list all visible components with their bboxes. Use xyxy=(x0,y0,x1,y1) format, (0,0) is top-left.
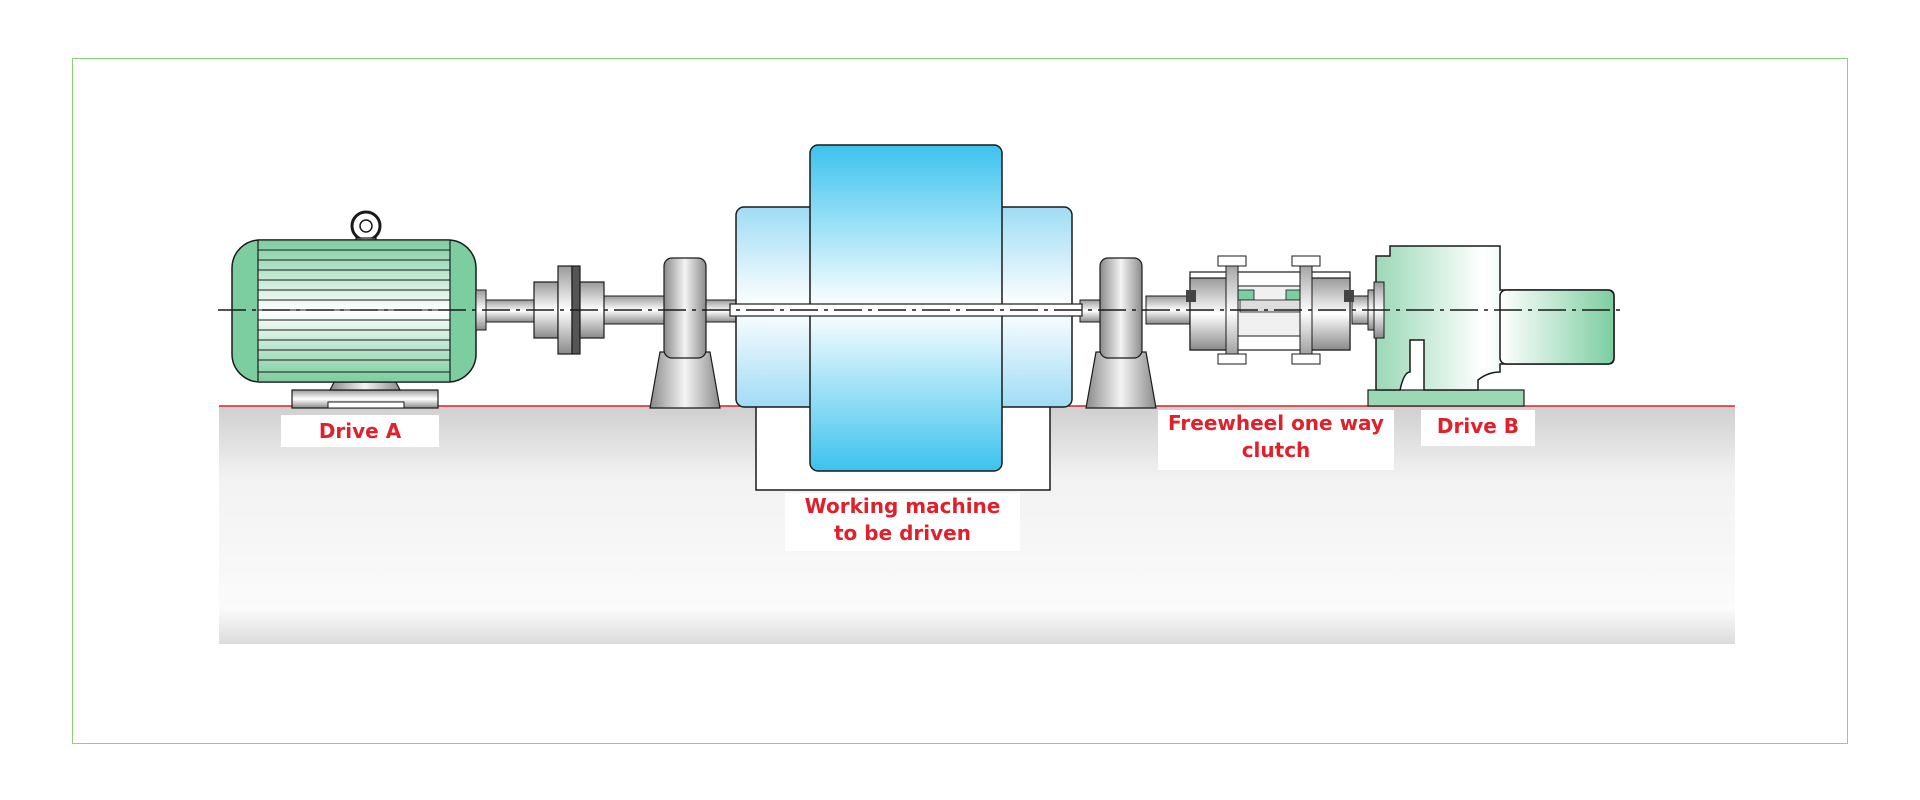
drive-a-motor xyxy=(231,210,487,409)
freewheel-clutch xyxy=(1186,255,1377,365)
working-machine xyxy=(729,144,1083,472)
working-machine-label: Working machine to be driven xyxy=(785,493,1020,551)
diagram-frame xyxy=(72,58,1848,744)
drive-a-label: Drive A xyxy=(281,415,439,447)
drive-b-label: Drive B xyxy=(1421,410,1535,446)
bearing-block-right xyxy=(1085,257,1157,409)
drive-b-unit xyxy=(1367,245,1615,407)
freewheel-clutch-label: Freewheel one way clutch xyxy=(1158,410,1394,470)
bearing-block-left xyxy=(649,257,721,409)
